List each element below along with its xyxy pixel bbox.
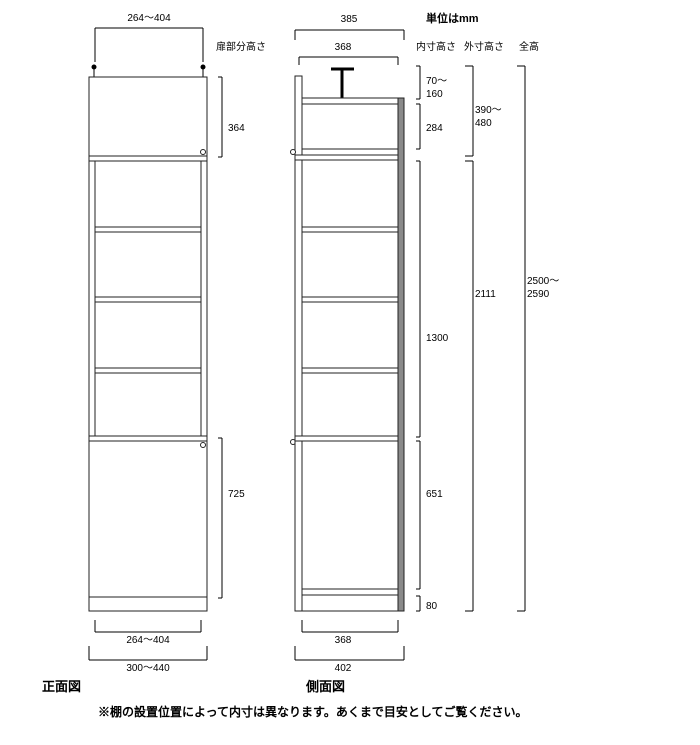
ceiling-adjuster-icon: [331, 67, 354, 98]
side-plinth-height: 80: [426, 601, 438, 612]
hinge-pin-icon: [91, 64, 206, 78]
front-upper-door: [88, 76, 208, 157]
side-divider: [294, 435, 399, 442]
side-divider: [294, 154, 405, 161]
front-shelf: [94, 226, 202, 233]
front-right-side: [200, 160, 208, 439]
header-total-height: 全高: [519, 40, 539, 53]
side-upper-outer-1: 390～: [475, 105, 502, 116]
front-door-top-height: 364: [228, 123, 245, 134]
side-total-2: 2590: [527, 289, 550, 300]
side-lower-outer: 2111: [475, 289, 496, 300]
side-total-1: 2500～: [527, 276, 559, 287]
side-shelf: [301, 148, 399, 156]
side-bottom-outer: 402: [335, 663, 352, 674]
side-front-edge: [294, 159, 303, 439]
side-top-board: [301, 97, 399, 105]
front-left-side: [88, 160, 96, 439]
front-door-bottom-height: 725: [228, 489, 245, 500]
side-bottom-board: [301, 588, 399, 596]
side-lower-inner: 651: [426, 489, 443, 500]
side-adjuster-range-2: 160: [426, 89, 443, 100]
side-top-inner: 368: [335, 42, 352, 53]
front-view-caption: 正面図: [42, 679, 81, 694]
front-inner-width: 264～404: [126, 635, 170, 646]
footnote: ※棚の設置位置によって内寸は異なります。あくまで目安としてご覧ください。: [98, 704, 527, 719]
side-shelf: [301, 226, 399, 233]
side-bottom-inner: 368: [335, 635, 352, 646]
front-divider-top: [88, 155, 208, 162]
side-upper-outer-2: 480: [475, 118, 492, 129]
header-inner-height: 内寸高さ: [416, 40, 456, 53]
door-knob-icon: [290, 149, 296, 155]
side-upper-inner: 284: [426, 123, 443, 134]
front-shelf: [94, 296, 202, 303]
door-knob-icon: [200, 149, 206, 155]
side-top-outer: 385: [341, 14, 358, 25]
side-back-panel: [397, 97, 405, 612]
side-shelf: [301, 296, 399, 303]
front-plinth: [88, 596, 208, 612]
front-top-width: 264～404: [127, 13, 171, 24]
side-upper-door: [294, 75, 303, 161]
header-door-height: 扉部分高さ: [216, 40, 266, 53]
side-shelf: [301, 367, 399, 374]
side-lower-door: [294, 440, 303, 612]
unit-label: 単位はmm: [426, 11, 479, 25]
side-view: 単位はmm 385 368 扉部分高さ 内寸高さ 外寸高さ 全高: [216, 11, 559, 694]
side-plinth: [301, 594, 399, 612]
front-divider-bottom: [88, 435, 208, 442]
side-adjuster-range-1: 70～: [426, 76, 447, 87]
side-view-caption: 側面図: [305, 679, 345, 694]
header-outer-height: 外寸高さ: [464, 40, 504, 53]
front-shelf: [94, 367, 202, 374]
front-view: 264～404 364 725: [42, 13, 245, 694]
side-middle-inner: 1300: [426, 333, 449, 344]
front-lower-door: [88, 440, 208, 598]
front-outer-width: 300～440: [126, 663, 170, 674]
door-knob-icon: [200, 442, 206, 448]
